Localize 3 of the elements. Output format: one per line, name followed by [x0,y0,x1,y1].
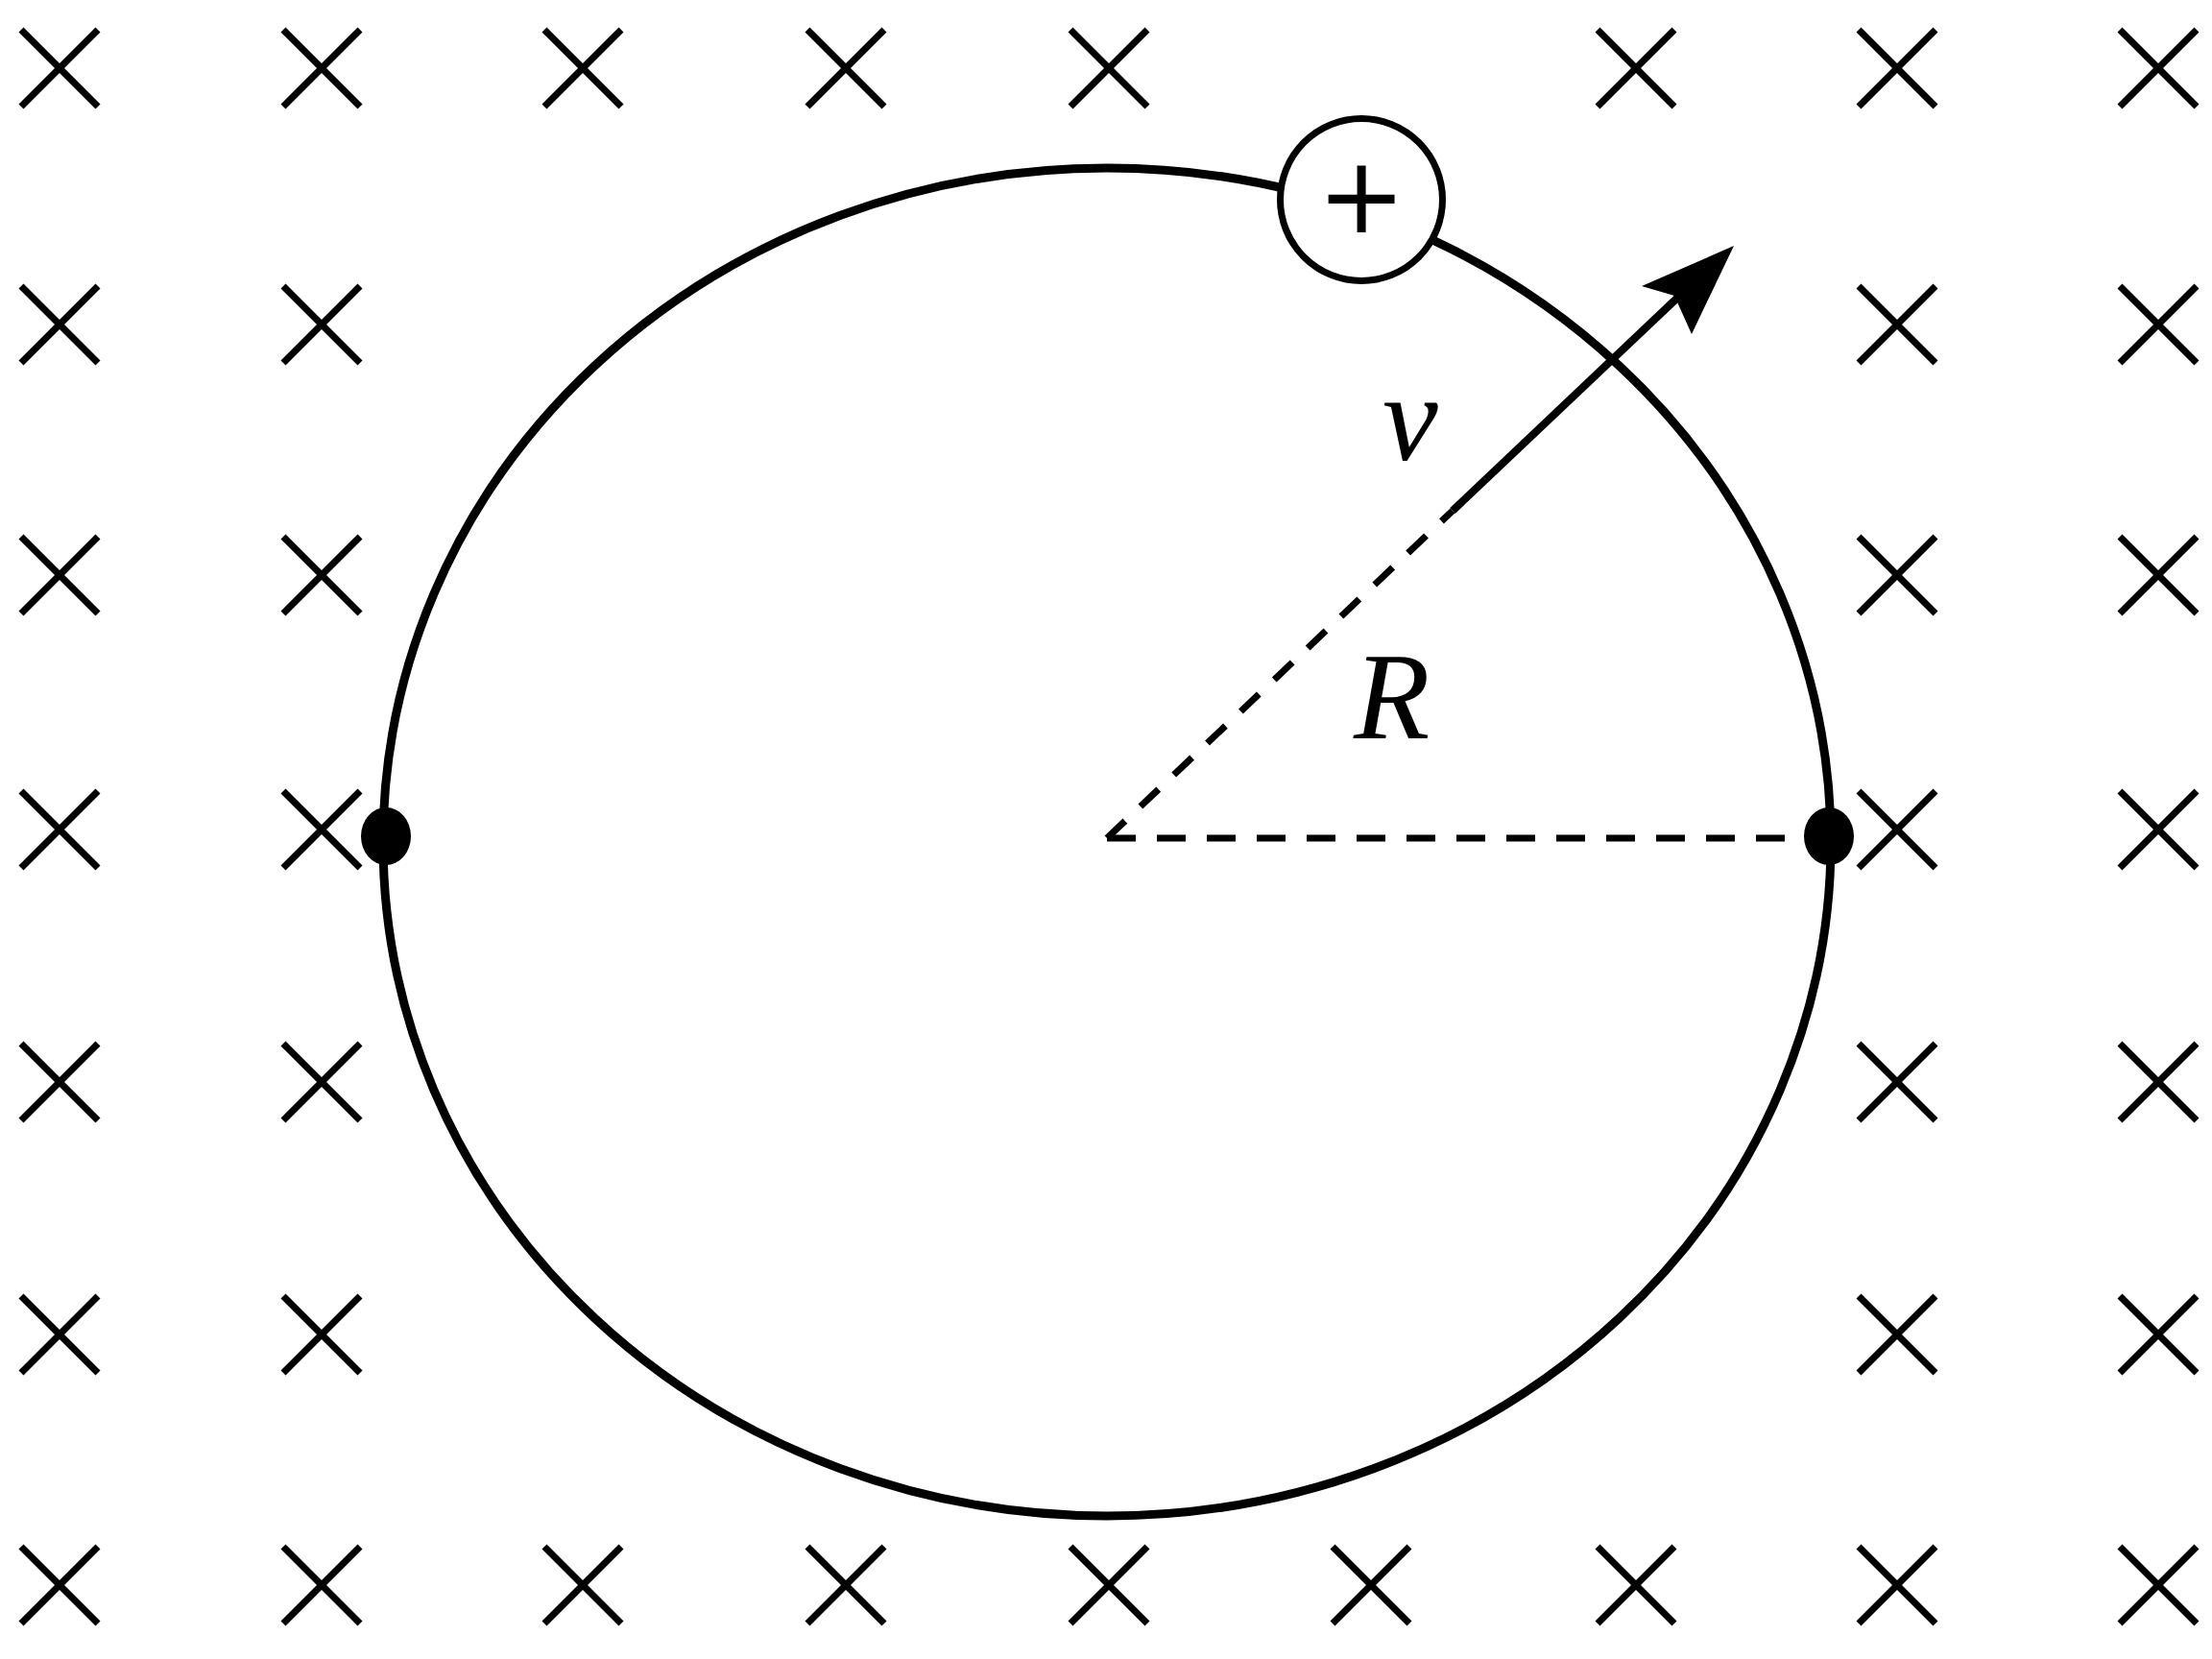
radius-label: R [1354,634,1431,758]
charge-sign: + [1316,143,1407,249]
velocity-label: v [1382,355,1438,480]
